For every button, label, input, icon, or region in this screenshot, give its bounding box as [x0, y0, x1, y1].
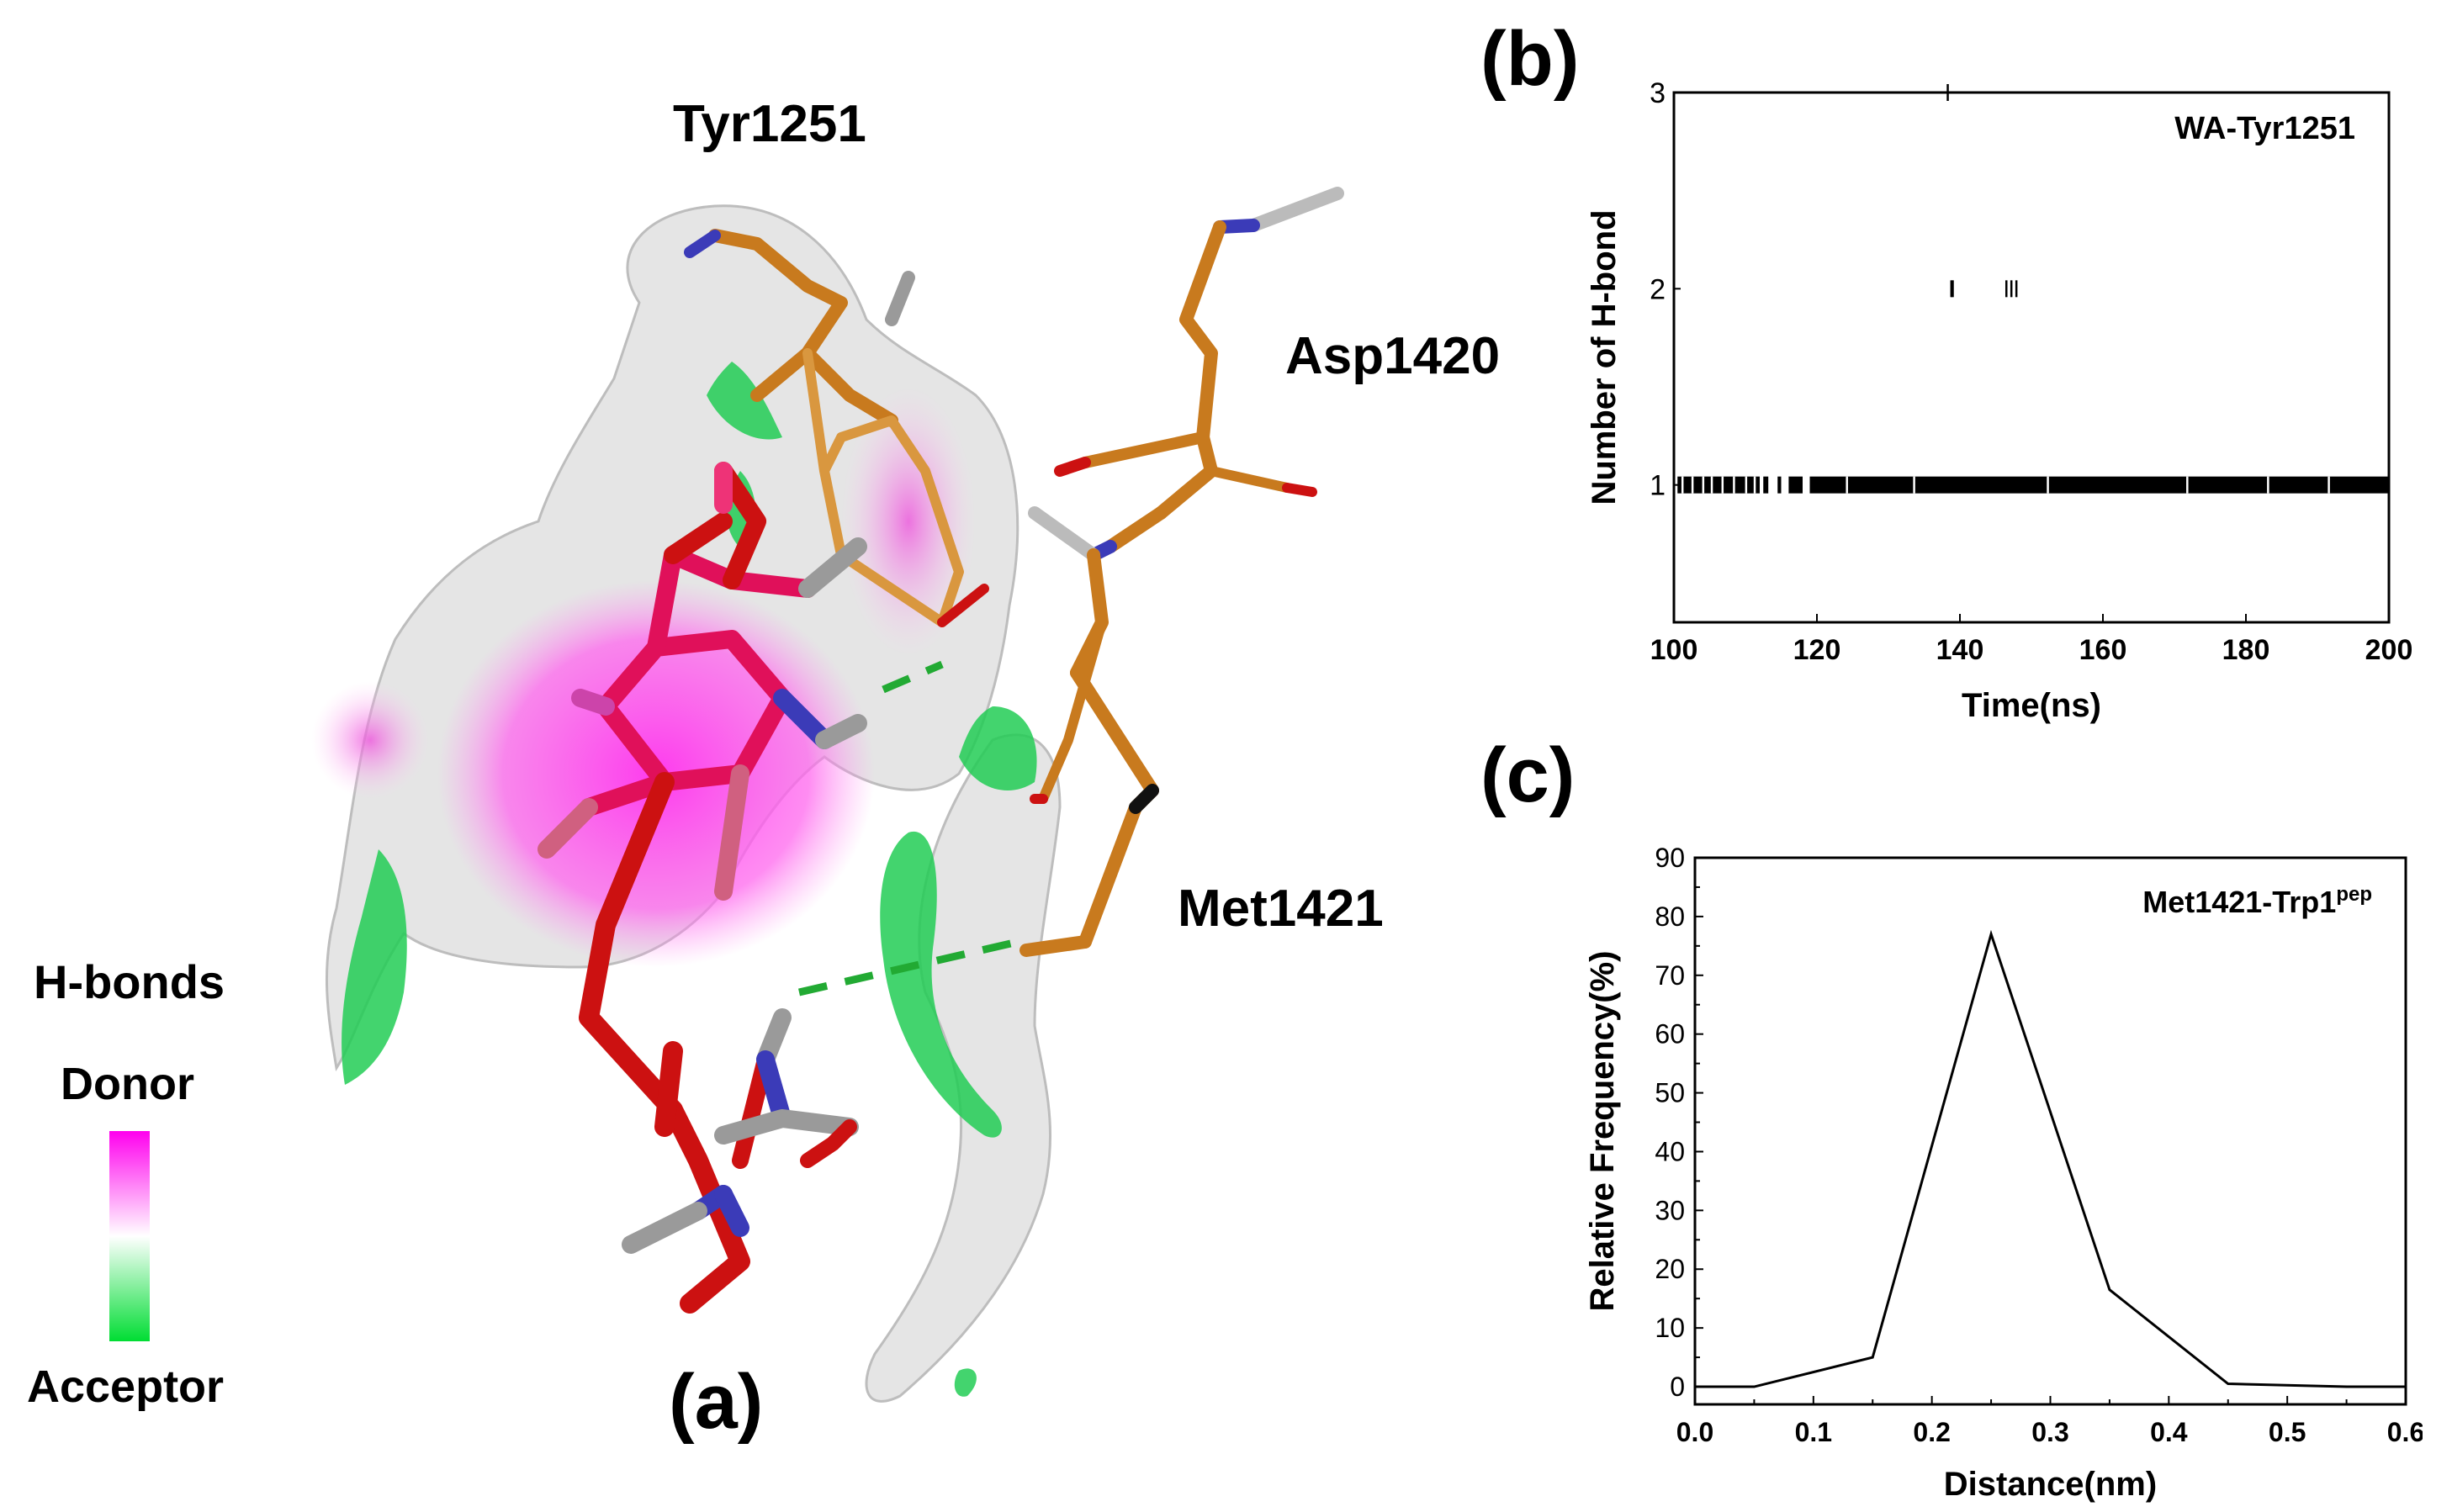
- plot-frame: [1672, 91, 2391, 624]
- y-tick-label-0: 1: [1650, 470, 1666, 502]
- y-tick-label-9: 90: [1655, 843, 1685, 873]
- hbond-band-y1-4: [1809, 476, 2389, 494]
- chart-b-xlabel: Time(ns): [1962, 687, 2101, 724]
- y-tick-label-3: 30: [1655, 1195, 1685, 1225]
- asp-met-sticks: [1019, 187, 1344, 957]
- chart-c-xlabel: Distance(nm): [1944, 1466, 2157, 1503]
- y-tick-label-1: 2: [1650, 273, 1666, 305]
- x-tick-label-0: 100: [1650, 634, 1698, 666]
- hbond-dashes: [797, 660, 1019, 997]
- plot-frame: [1693, 856, 2407, 1406]
- y-tick-label-5: 50: [1655, 1078, 1685, 1108]
- x-tick-label-5: 200: [2365, 634, 2413, 666]
- x-tick-label-6: 0.6: [2387, 1417, 2423, 1447]
- ligand-sticks: [538, 462, 867, 1314]
- x-tick-label-3: 0.3: [2031, 1417, 2068, 1447]
- legend-color-bar: [109, 1131, 150, 1341]
- legend-acceptor-label: Acceptor: [27, 1361, 225, 1412]
- panel-label-c: (c): [1480, 732, 1576, 818]
- residue-label-asp1420: Asp1420: [1285, 327, 1501, 385]
- y-tick-label-2: 3: [1650, 77, 1666, 109]
- legend-title: H-bonds: [34, 955, 225, 1008]
- hbond-band-y1-1: [1763, 476, 1769, 494]
- x-tick-label-4: 180: [2222, 634, 2270, 666]
- x-tick-label-3: 160: [2079, 634, 2127, 666]
- x-tick-label-0: 0.0: [1676, 1417, 1713, 1447]
- y-tick-label-4: 40: [1655, 1136, 1685, 1166]
- hbond-band-y1-2: [1777, 476, 1782, 494]
- x-tick-label-1: 120: [1793, 634, 1841, 666]
- x-tick-label-2: 0.2: [1913, 1417, 1950, 1447]
- molecule-view: [311, 187, 1344, 1403]
- residue-label-met1421: Met1421: [1178, 880, 1384, 938]
- chart-b-ylabel: Number of H-bond: [1586, 209, 1623, 505]
- x-tick-label-5: 0.5: [2269, 1417, 2306, 1447]
- hbond-band-y1-3: [1788, 476, 1803, 494]
- tyr1251-sticks: [684, 229, 989, 627]
- distance-frequency-line: [1695, 929, 2406, 1388]
- y-tick-label-6: 60: [1655, 1019, 1685, 1049]
- chart-b-annotation: WA-Tyr1251: [2174, 111, 2355, 146]
- y-tick-label-0: 0: [1670, 1372, 1685, 1402]
- x-tick-label-4: 0.4: [2150, 1417, 2188, 1447]
- x-tick-label-2: 140: [1936, 634, 1984, 666]
- y-tick-label-2: 20: [1655, 1254, 1685, 1284]
- chart-c: 0.0 0.1 0.2 0.3 0.4 0.5 0.6 0 10 20 30 40 50 60 70 80 90…: [1584, 843, 2423, 1503]
- panel-label-b: (b): [1480, 16, 1580, 102]
- hbond-band-y1-0: [1677, 476, 1760, 494]
- legend-donor-label: Donor: [61, 1059, 194, 1109]
- panel-label-a: (a): [669, 1359, 764, 1445]
- y-tick-label-1: 10: [1655, 1313, 1685, 1343]
- residue-label-tyr1251: Tyr1251: [673, 95, 866, 153]
- x-tick-label-1: 0.1: [1795, 1417, 1832, 1447]
- chart-c-annotation: Met1421-Trp1pep: [2142, 883, 2372, 919]
- chart-c-ylabel: Relative Frequency(%): [1584, 950, 1621, 1311]
- y-tick-label-7: 70: [1655, 960, 1685, 991]
- y-tick-label-8: 80: [1655, 901, 1685, 932]
